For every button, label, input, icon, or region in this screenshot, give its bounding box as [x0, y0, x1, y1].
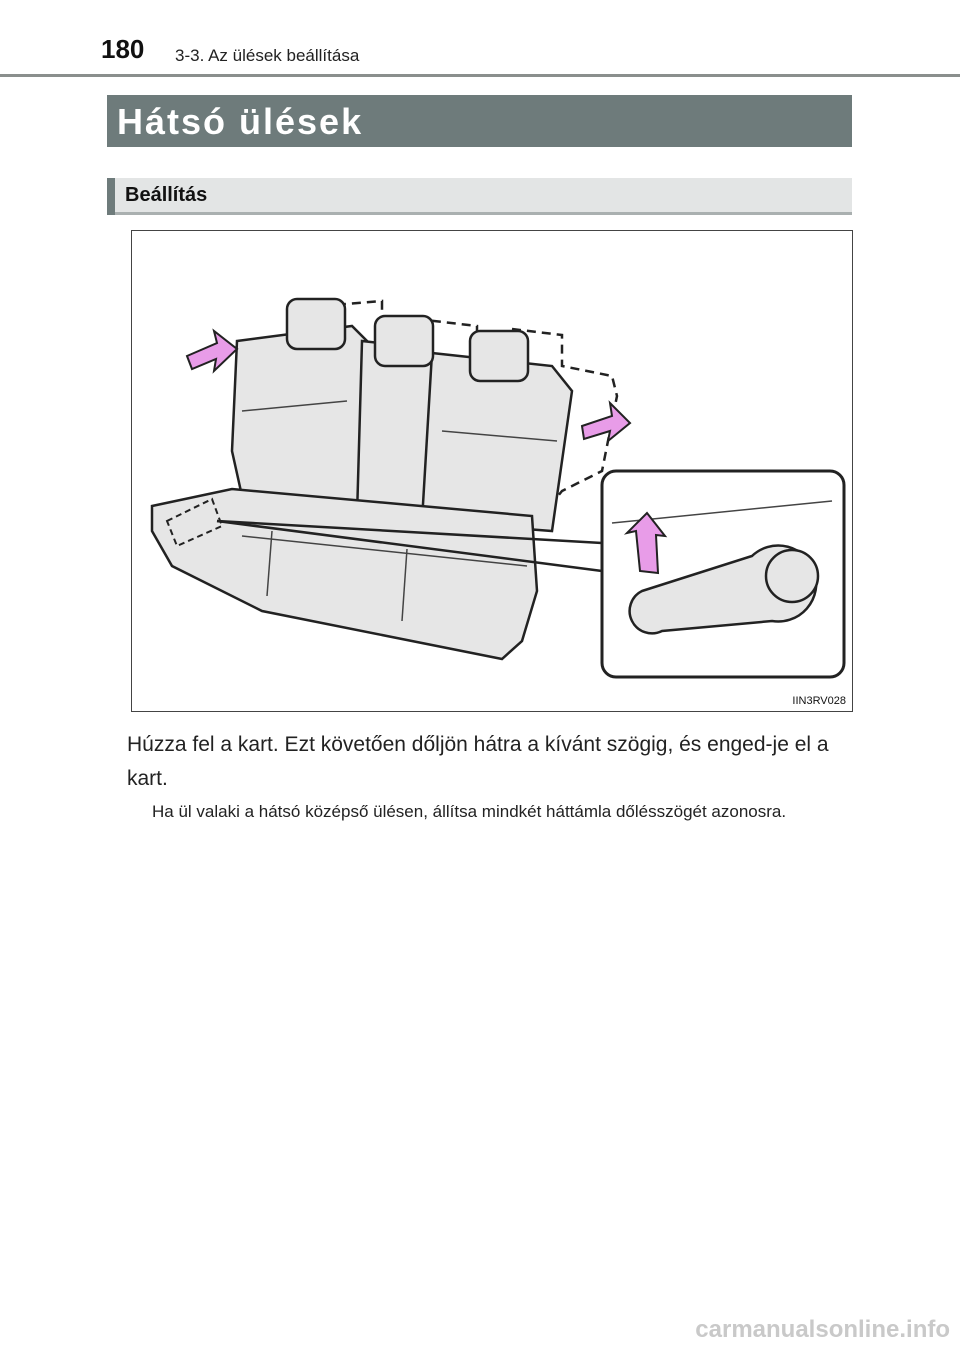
footer-watermark: carmanualsonline.info: [695, 1316, 950, 1343]
header-rule: [0, 74, 960, 77]
figure-code: IIN3RV028: [792, 695, 846, 707]
arrow-up-icon: [623, 511, 668, 575]
seat-back-middle: [355, 339, 434, 523]
chapter-title: 3-3. Az ülések beállítása: [175, 46, 360, 65]
section-banner: Hátsó ülések: [107, 95, 852, 147]
arrow-right-icon: [580, 400, 632, 444]
rear-seat-drawing: [150, 297, 846, 679]
seat-back-left: [230, 324, 369, 513]
instruction-text: Húzza fel a kart. Ezt követően dőljön há…: [127, 733, 829, 790]
headrest-left: [285, 297, 347, 351]
subsection-accent: [107, 178, 115, 215]
headrest-middle: [373, 314, 435, 368]
subsection-title: Beállítás: [125, 184, 208, 206]
subsection-banner: Beállítás: [107, 178, 852, 215]
seat-back-right: [420, 351, 574, 533]
arrow-left-icon: [185, 328, 239, 374]
page-number: 180: [101, 34, 145, 64]
section-title: Hátsó ülések: [117, 101, 364, 142]
seat-cushion: [150, 487, 539, 661]
seat-illustration: IIN3RV028: [131, 230, 853, 712]
note-text: Ha ül valaki a hátsó középső ülésen, áll…: [152, 802, 787, 821]
headrest-right: [468, 329, 530, 383]
